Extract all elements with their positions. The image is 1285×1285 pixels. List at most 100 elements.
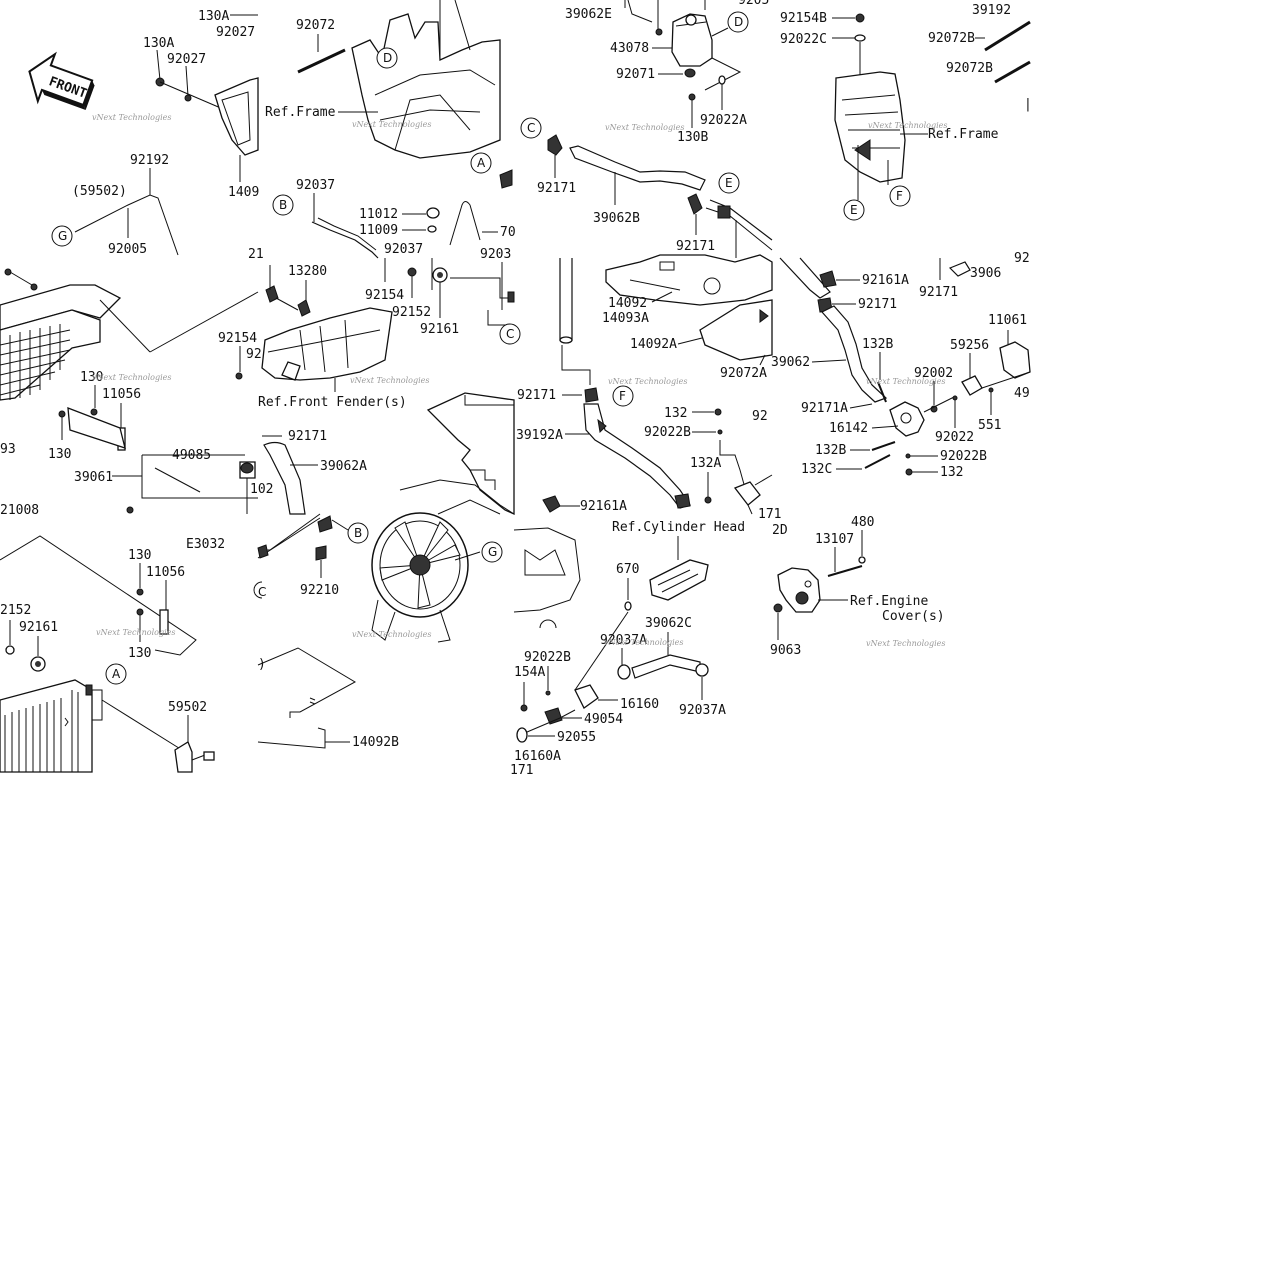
tile-cooling-fan: C B 92210 G 14092B ) vNext Technologies xyxy=(253,499,503,750)
tile-radiator-assembly: E3032 130 11056 130 2152 92161 A 59502 xyxy=(0,535,225,773)
label-21008: 21008 xyxy=(0,503,39,518)
radiator-part xyxy=(0,679,93,773)
hose-clamp-icon xyxy=(584,387,599,403)
label-92171: 92171 xyxy=(676,239,715,254)
radiator-core-part xyxy=(0,324,71,400)
hose-clamp-icon xyxy=(542,495,561,513)
label-9063: 9063 xyxy=(770,643,801,658)
label-92022B: 92022B xyxy=(940,449,987,464)
callout-A xyxy=(470,152,492,174)
label-92171: 92171 xyxy=(537,181,576,196)
label-130: 130 xyxy=(80,370,103,385)
label-130A: 130A xyxy=(143,36,174,51)
svg-text:G: G xyxy=(488,545,497,559)
label-39062: 39062 xyxy=(771,355,810,370)
panel-part xyxy=(426,392,515,516)
label-92: 92 xyxy=(246,347,262,362)
hose-39062 xyxy=(821,305,888,403)
hose-clamp-icon xyxy=(617,664,631,680)
label-14092: 14092 xyxy=(608,296,647,311)
label-93: 93 xyxy=(0,442,16,457)
label-9205: 9205 xyxy=(738,0,769,8)
svg-text:A: A xyxy=(477,156,486,170)
label-92154: 92154 xyxy=(365,288,404,303)
o-ring-icon xyxy=(516,727,528,743)
svg-text:F: F xyxy=(619,389,626,403)
label-92171: 92171 xyxy=(288,429,327,444)
label-92071: 92071 xyxy=(616,67,655,82)
callout-C xyxy=(499,323,521,345)
label-130: 130 xyxy=(128,646,151,661)
label-551: 551 xyxy=(978,418,1001,433)
diagram-code: E3032 xyxy=(186,537,225,552)
cylinder-head-part xyxy=(649,559,709,601)
label-92022: 92022 xyxy=(935,430,974,445)
tile-front-radiator-cover: FRONT 130A 92027 130A 92027 1409 92192 (… xyxy=(28,9,259,257)
clip-icon xyxy=(265,285,279,303)
bolt-icon xyxy=(407,267,417,277)
label-11056: 11056 xyxy=(146,565,185,580)
label-132: 132 xyxy=(940,465,963,480)
label-11061: 11061 xyxy=(988,313,1027,328)
hose-39062B xyxy=(569,145,706,191)
label-70: 70 xyxy=(500,225,516,240)
label-92154: 92154 xyxy=(218,331,257,346)
label-39062A: 39062A xyxy=(320,459,367,474)
label-9203: 9203 xyxy=(480,247,511,262)
label-92171: 92171 xyxy=(517,388,556,403)
svg-text:B: B xyxy=(279,198,287,212)
grommet-icon xyxy=(684,68,696,78)
callout-F xyxy=(612,385,634,407)
label-16160A: 16160A xyxy=(514,749,561,764)
hose-39062A xyxy=(263,441,306,515)
label-132B: 132B xyxy=(815,443,846,458)
tile-frame-reservoir: 92072 D Ref.Frame A 92037 B 11012 11009 … xyxy=(265,0,516,262)
label-ref-frame: Ref.Frame xyxy=(928,127,999,142)
callout-D xyxy=(727,11,749,33)
label-92: 92 xyxy=(752,409,768,424)
label-39192: 39192 xyxy=(972,3,1011,18)
label-154A: 154A xyxy=(514,665,545,680)
bolt-icon xyxy=(235,372,243,380)
panel-part xyxy=(699,299,773,361)
stay-part xyxy=(67,407,126,449)
svg-text:C: C xyxy=(258,585,266,599)
label-39062B: 39062B xyxy=(593,211,640,226)
tile-front-fender: 21 13280 Ref.Front Fender(s) 92037 92154… xyxy=(248,242,521,516)
label-92161A: 92161A xyxy=(580,499,627,514)
hose-clamp-icon xyxy=(687,193,703,215)
label-92037: 92037 xyxy=(296,178,335,193)
label-130B: 130B xyxy=(677,130,708,145)
label-ref-frame: Ref.Frame xyxy=(265,105,336,120)
svg-text:D: D xyxy=(383,51,392,65)
label-ref-front-fender: Ref.Front Fender(s) xyxy=(258,395,407,410)
label-171: 171 xyxy=(510,763,533,778)
washer-icon xyxy=(854,34,866,42)
label-92210: 92210 xyxy=(300,583,339,598)
label-670: 670 xyxy=(616,562,639,577)
reservoir-cap-icon xyxy=(685,14,697,26)
label-92171: 92171 xyxy=(919,285,958,300)
svg-text:C: C xyxy=(506,327,514,341)
hose-clamp-icon xyxy=(819,270,837,288)
hose-39062C xyxy=(631,654,701,679)
svg-text:E: E xyxy=(725,176,733,190)
svg-text:G: G xyxy=(58,229,67,243)
callout-G xyxy=(51,225,73,247)
label-ref-cylinder-head: Ref.Cylinder Head xyxy=(612,520,745,535)
label-14093A: 14093A xyxy=(602,311,649,326)
callout-E xyxy=(718,172,740,194)
water-pump-body-part xyxy=(889,401,925,437)
callout-B xyxy=(347,522,369,544)
tile-radiator: 92154 92 130 11056 130 93 49085 39061 10… xyxy=(0,268,273,518)
label-59256: 59256 xyxy=(950,338,989,353)
label-14092B: 14092B xyxy=(352,735,399,750)
label-92072: 92072 xyxy=(296,18,335,33)
hose-clamp-icon xyxy=(773,603,783,613)
callout-G xyxy=(481,541,503,563)
watermark: vNext Technologies xyxy=(350,376,429,385)
cooling-fan-part xyxy=(371,512,469,643)
label-92002: 92002 xyxy=(914,366,953,381)
